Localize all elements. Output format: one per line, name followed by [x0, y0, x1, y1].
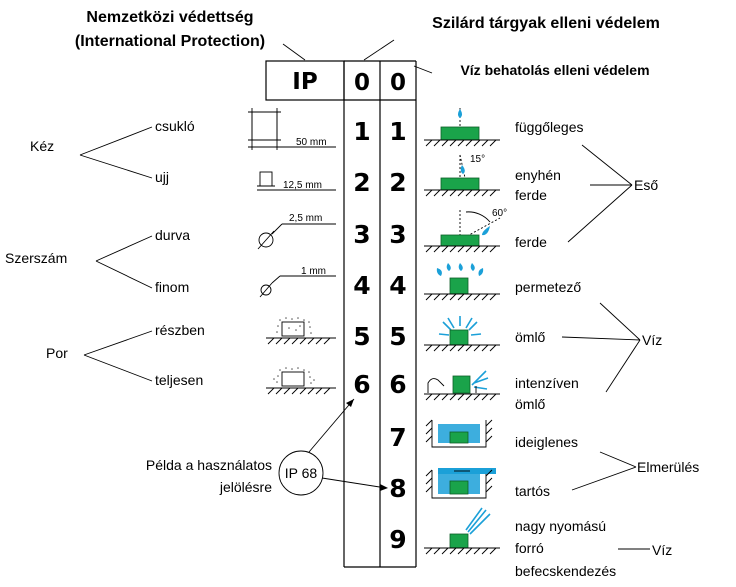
group-label-water: Víz: [642, 332, 662, 348]
icon-water-15deg: [424, 154, 500, 197]
desc-spraying: permetező: [515, 279, 581, 295]
solid-digit-6: 6: [353, 370, 370, 399]
icon-water-spray: [424, 263, 500, 301]
icon-dust-complete: [266, 367, 336, 395]
desc-vertical: függőleges: [515, 119, 584, 135]
water-brace-mid: [561, 336, 641, 341]
water-digit-6: 6: [389, 370, 406, 399]
immersion-brace-lower: [571, 466, 637, 491]
desc-jetting: ömlő: [515, 329, 546, 345]
desc-high-pressure: nagy nyomású: [515, 518, 606, 534]
header-water-digit: 0: [390, 70, 406, 96]
ip-header-label: IP: [292, 69, 317, 95]
water-digit-8: 8: [389, 474, 406, 503]
water-digit-1: 1: [389, 117, 406, 146]
item-wrist: csukló: [155, 118, 195, 134]
solid-digit-3: 3: [353, 220, 370, 249]
desc-continuous: tartós: [515, 483, 550, 499]
group-label-immersion: Elmerülés: [637, 459, 699, 475]
example-label-line1: Példa a használatos: [146, 457, 272, 473]
desc-injection: befecskendezés: [515, 563, 616, 579]
water-protection-title: Víz behatolás elleni védelem: [460, 62, 649, 78]
dimension-1mm: 1 mm: [301, 266, 326, 277]
icon-water-jet: [424, 316, 500, 352]
group-label-dust: Por: [46, 345, 68, 361]
example-arrowhead-8: [380, 484, 388, 491]
icon-dust-partial: [266, 317, 336, 345]
dimension-2mm: 2,5 mm: [289, 213, 322, 224]
icon-water-60deg: [424, 210, 501, 253]
rain-brace-upper: [581, 144, 633, 186]
dimension-12mm: 12,5 mm: [283, 180, 322, 191]
main-title-line1: Nemzetközi védettség: [86, 9, 253, 26]
icon-immersion-continuous: [425, 468, 496, 499]
angle-60: 60°: [492, 208, 507, 219]
immersion-brace-upper: [599, 451, 637, 468]
tool-brace-lower: [95, 260, 153, 289]
title-connector-solid: [363, 39, 395, 61]
hand-brace-upper: [79, 126, 153, 156]
header-solid-digit: 0: [354, 70, 370, 96]
desc-powerful-jet: ömlő: [515, 396, 546, 412]
group-label-water2: Víz: [652, 542, 672, 558]
water-brace-upper: [599, 302, 641, 341]
angle-15: 15°: [470, 154, 485, 165]
group-label-hand: Kéz: [30, 138, 54, 154]
water-brace-lower: [605, 339, 641, 393]
icon-water-vertical: [424, 108, 500, 147]
icon-water-high-pressure: [424, 507, 500, 555]
example-circle: [278, 450, 324, 496]
icon-water-powerful-jet: [424, 370, 500, 401]
item-finger: ujj: [155, 169, 169, 185]
hand-brace-lower: [79, 154, 153, 179]
desc-slightly: enyhén: [515, 167, 561, 183]
icon-2mm-circle: [257, 223, 336, 250]
solid-digit-4: 4: [353, 271, 370, 300]
rain-brace-lower: [567, 184, 633, 243]
group-label-tool: Szerszám: [5, 250, 67, 266]
example-arrow-to-6: [308, 398, 355, 453]
title-connector-ip: [282, 43, 306, 61]
water-digit-7: 7: [389, 423, 406, 452]
example-code: IP 68: [285, 465, 318, 481]
icon-12mm-square: [257, 171, 336, 191]
water-digit-9: 9: [389, 525, 406, 554]
solid-digit-1: 1: [353, 117, 370, 146]
water-digit-4: 4: [389, 271, 406, 300]
dust-brace-upper: [83, 330, 153, 356]
desc-temporary: ideiglenes: [515, 434, 578, 450]
icon-50mm-square: [248, 108, 336, 150]
example-arrowhead-6: [346, 399, 354, 407]
item-coarse: durva: [155, 227, 190, 243]
desc-inclined-1: ferde: [515, 187, 547, 203]
item-partial: részben: [155, 322, 205, 338]
icon-1mm-circle: [259, 275, 336, 298]
icon-immersion-temporary: [425, 419, 493, 448]
dust-brace-lower: [83, 354, 153, 382]
desc-hot: forró: [515, 540, 544, 556]
group-label-rain: Eső: [634, 177, 658, 193]
water-digit-2: 2: [389, 168, 406, 197]
title-connector-water: [413, 65, 433, 74]
solid-digit-5: 5: [353, 322, 370, 351]
item-fine: finom: [155, 279, 189, 295]
main-title-line2: (International Protection): [75, 33, 265, 50]
item-complete: teljesen: [155, 372, 203, 388]
water-digit-3: 3: [389, 220, 406, 249]
tool-brace-upper: [95, 235, 153, 262]
solid-digit-2: 2: [353, 168, 370, 197]
desc-inclined-2: ferde: [515, 234, 547, 250]
desc-powerful: intenzíven: [515, 375, 579, 391]
dimension-50mm: 50 mm: [296, 137, 327, 148]
example-arrow-to-8: [321, 477, 387, 489]
example-label-line2: jelölésre: [219, 479, 272, 495]
water-digit-5: 5: [389, 322, 406, 351]
solid-protection-title: Szilárd tárgyak elleni védelem: [432, 15, 660, 32]
